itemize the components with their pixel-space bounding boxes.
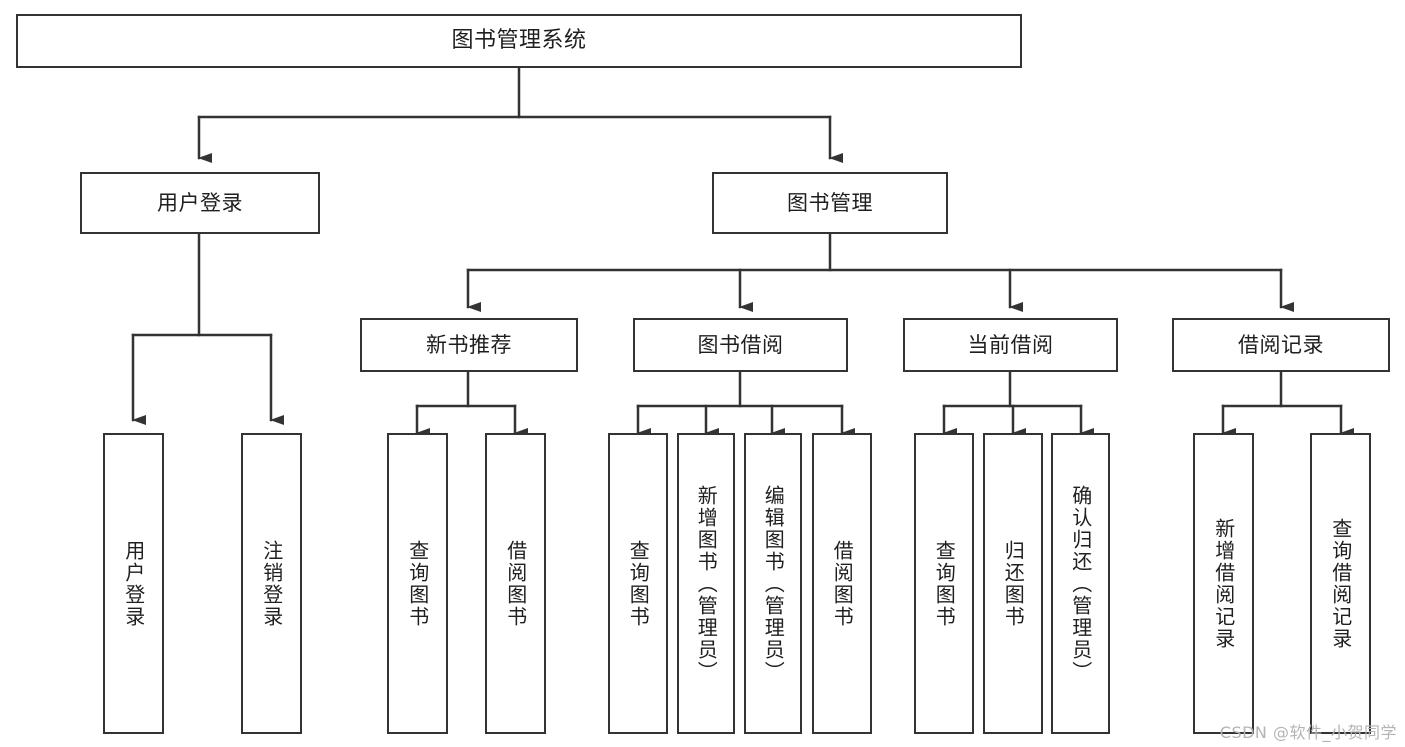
leaf-current-query-book[interactable]: 查询图书 bbox=[914, 433, 974, 734]
leaf-label: 注销登录 bbox=[259, 539, 284, 628]
node-borrow-record[interactable]: 借阅记录 bbox=[1172, 318, 1390, 372]
leaf-record-query-record[interactable]: 查询借阅记录 bbox=[1310, 433, 1371, 734]
node-label: 图书管理系统 bbox=[451, 28, 587, 54]
leaf-user-login-login[interactable]: 用户登录 bbox=[103, 433, 164, 734]
leaf-label: 确认归还（管理员） bbox=[1068, 484, 1093, 683]
leaf-label: 查询借阅记录 bbox=[1328, 517, 1353, 650]
leaf-borrow-edit-book-admin[interactable]: 编辑图书（管理员） bbox=[744, 433, 802, 734]
leaf-user-login-logout[interactable]: 注销登录 bbox=[241, 433, 302, 734]
node-new-book-recommend[interactable]: 新书推荐 bbox=[360, 318, 578, 372]
leaf-label: 借阅图书 bbox=[503, 539, 528, 628]
node-label: 图书借阅 bbox=[697, 332, 784, 357]
leaf-borrow-add-book-admin[interactable]: 新增图书（管理员） bbox=[677, 433, 735, 734]
leaf-record-add-record[interactable]: 新增借阅记录 bbox=[1193, 433, 1254, 734]
node-label: 图书管理 bbox=[787, 190, 873, 215]
leaf-label: 用户登录 bbox=[121, 539, 146, 628]
leaf-label: 查询图书 bbox=[626, 539, 651, 628]
node-label: 当前借阅 bbox=[967, 332, 1054, 357]
csdn-watermark: CSDN @软件_小贺同学 bbox=[1219, 723, 1397, 742]
leaf-current-confirm-return-admin[interactable]: 确认归还（管理员） bbox=[1051, 433, 1110, 734]
node-book-management[interactable]: 图书管理 bbox=[712, 172, 948, 234]
node-book-borrow[interactable]: 图书借阅 bbox=[633, 318, 848, 372]
node-label: 用户登录 bbox=[157, 190, 243, 215]
leaf-label: 查询图书 bbox=[405, 539, 430, 628]
node-label: 借阅记录 bbox=[1238, 332, 1324, 357]
node-user-login[interactable]: 用户登录 bbox=[80, 172, 320, 234]
node-root-system[interactable]: 图书管理系统 bbox=[16, 14, 1022, 68]
leaf-label: 借阅图书 bbox=[830, 539, 855, 628]
node-current-borrow[interactable]: 当前借阅 bbox=[903, 318, 1118, 372]
leaf-label: 归还图书 bbox=[1001, 539, 1026, 628]
leaf-current-return-book[interactable]: 归还图书 bbox=[983, 433, 1043, 734]
leaf-label: 查询图书 bbox=[932, 539, 957, 628]
leaf-recommend-query-book[interactable]: 查询图书 bbox=[387, 433, 448, 734]
leaf-label: 新增图书（管理员） bbox=[694, 484, 719, 683]
leaf-label: 新增借阅记录 bbox=[1211, 517, 1236, 650]
node-label: 新书推荐 bbox=[426, 332, 512, 357]
leaf-label: 编辑图书（管理员） bbox=[761, 484, 786, 683]
leaf-borrow-borrow-book[interactable]: 借阅图书 bbox=[812, 433, 872, 734]
leaf-borrow-query-book[interactable]: 查询图书 bbox=[608, 433, 668, 734]
leaf-recommend-borrow-book[interactable]: 借阅图书 bbox=[485, 433, 546, 734]
